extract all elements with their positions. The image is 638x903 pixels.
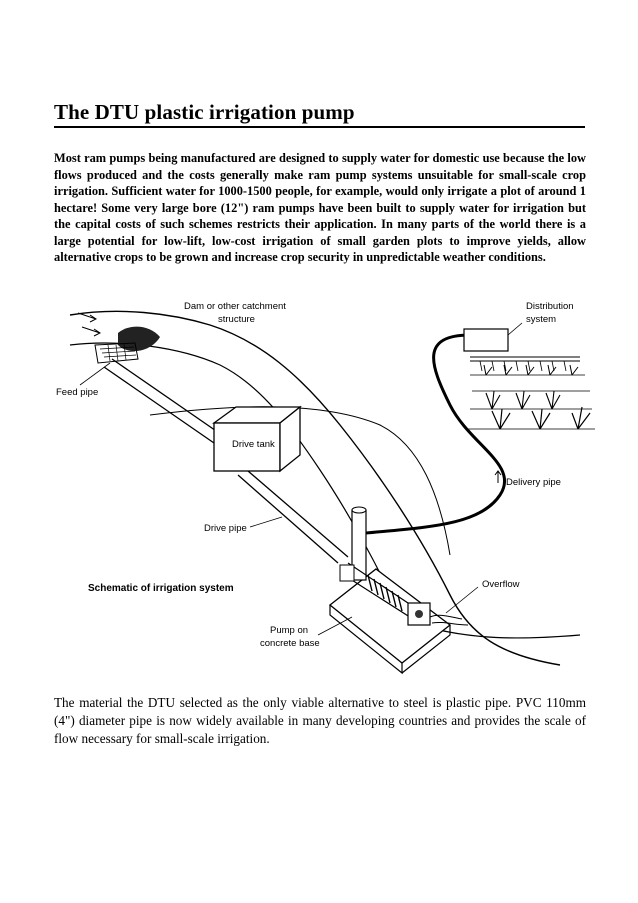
section-title: The DTU plastic irrigation pump bbox=[54, 100, 355, 124]
intro-paragraph: Most ram pumps being manufactured are de… bbox=[54, 151, 586, 264]
delivery-pipe bbox=[365, 333, 507, 535]
dam-structure bbox=[94, 326, 160, 364]
delivery-arrow bbox=[494, 470, 502, 483]
drive-pipe-pointer bbox=[249, 516, 283, 528]
irrigation-schematic: Dam or other catchment structure Distrib… bbox=[56, 301, 595, 675]
closing-paragraph: The material the DTU selected as the onl… bbox=[54, 695, 586, 746]
label-overflow: Overflow bbox=[482, 579, 520, 590]
pump-on-base bbox=[328, 506, 469, 675]
drive-pipe bbox=[237, 470, 349, 564]
stream-bank-top bbox=[69, 310, 561, 666]
label-dam-1: Dam or other catchment bbox=[184, 301, 286, 312]
label-pump-1: Pump on bbox=[270, 625, 308, 636]
label-dam-2: structure bbox=[218, 314, 255, 325]
overflow-pointer bbox=[445, 586, 479, 614]
label-drive-pipe: Drive pipe bbox=[204, 523, 247, 534]
label-distribution-1: Distribution bbox=[526, 301, 574, 312]
feed-pipe-pointer bbox=[79, 362, 111, 386]
drive-tank bbox=[212, 405, 302, 473]
label-pump-2: concrete base bbox=[260, 638, 320, 649]
label-drive-tank: Drive tank bbox=[232, 439, 275, 450]
stream-channel bbox=[149, 406, 451, 556]
flow-arrow-1 bbox=[77, 312, 97, 323]
label-distribution-2: system bbox=[526, 314, 556, 325]
figure-caption: Schematic of irrigation system bbox=[88, 583, 234, 594]
distribution-system bbox=[463, 322, 595, 430]
feed-pipe bbox=[103, 358, 223, 444]
pump-pointer bbox=[317, 616, 353, 636]
title-underline bbox=[54, 126, 585, 128]
flow-arrow-2 bbox=[81, 326, 101, 337]
label-feed-pipe: Feed pipe bbox=[56, 387, 98, 398]
label-delivery-pipe: Delivery pipe bbox=[506, 477, 561, 488]
